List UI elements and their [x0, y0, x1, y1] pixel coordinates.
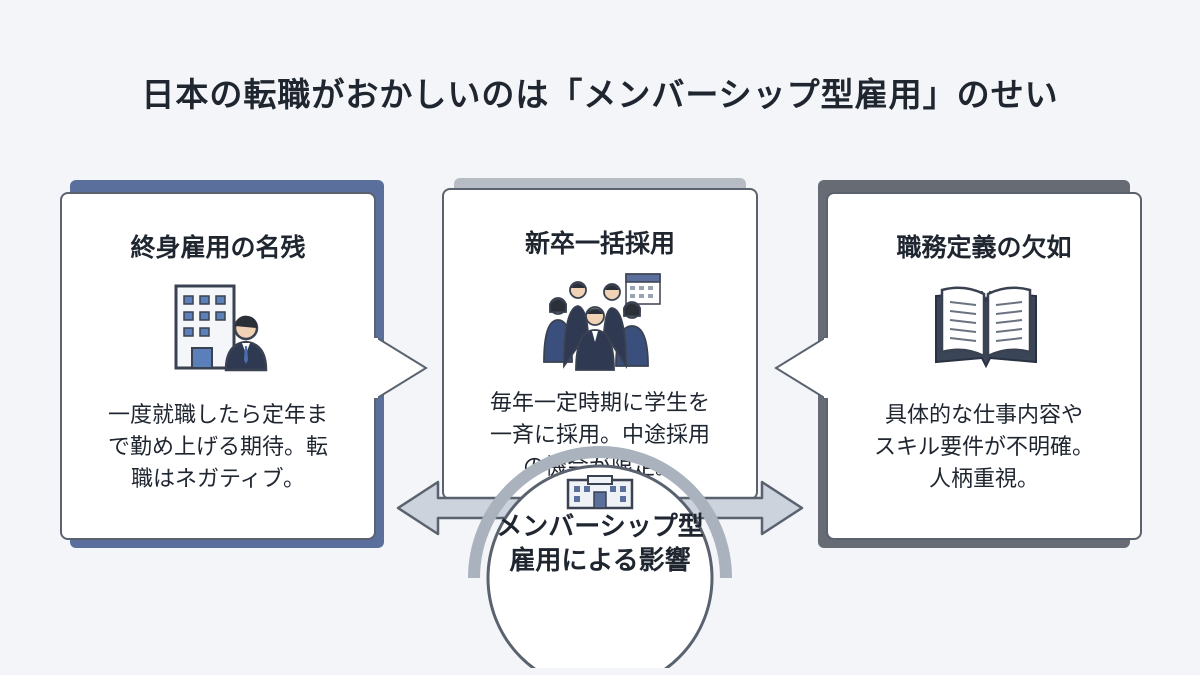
description-line: 一斉に採用。中途採用 — [489, 423, 710, 448]
description-line: 毎年一定時期に学生を — [489, 391, 710, 416]
card-lifetime-employment: 終身雇用の名残 一度就職したら定年ま で勤め上げる期待。転 職はネガティブ。 — [60, 192, 376, 540]
description-line: 人柄重視。 — [928, 467, 1039, 492]
description-line: スキル要件が不明確。 — [873, 435, 1094, 460]
group-of-graduates-with-calendar-icon — [543, 273, 661, 371]
card-description: 一度就職したら定年ま で勤め上げる期待。転 職はネガティブ。 — [80, 400, 356, 496]
card-lack-of-job-definition: 職務定義の欠如 具体的な仕事内容や スキル要件が不明確。 人柄重視。 — [826, 192, 1142, 540]
description-line: 具体的な仕事内容や — [884, 403, 1083, 428]
page-title: 日本の転職がおかしいのは「メンバーシップ型雇用」のせい — [141, 75, 1059, 114]
right-pointer-arrow — [774, 336, 828, 400]
open-book-icon — [935, 286, 1037, 369]
description-line: 一度就職したら定年ま — [107, 403, 328, 428]
description-line: で勤め上げる期待。転 — [107, 435, 328, 460]
building-icon — [566, 475, 634, 510]
hub-label: メンバーシップ型 雇用による影響 — [472, 510, 728, 578]
card-title: 新卒一括採用 — [524, 229, 675, 258]
card-description: 具体的な仕事内容や スキル要件が不明確。 人柄重視。 — [846, 400, 1122, 496]
left-pointer-arrow — [374, 336, 428, 400]
hub-line: 雇用による影響 — [509, 546, 691, 576]
hub-line: メンバーシップ型 — [496, 512, 704, 542]
description-line: 職はネガティブ。 — [130, 467, 306, 492]
hub-ring — [468, 446, 732, 668]
card-title: 職務定義の欠如 — [896, 233, 1072, 262]
card-title: 終身雇用の名残 — [130, 233, 306, 262]
office-building-with-businessman-icon — [174, 284, 268, 372]
